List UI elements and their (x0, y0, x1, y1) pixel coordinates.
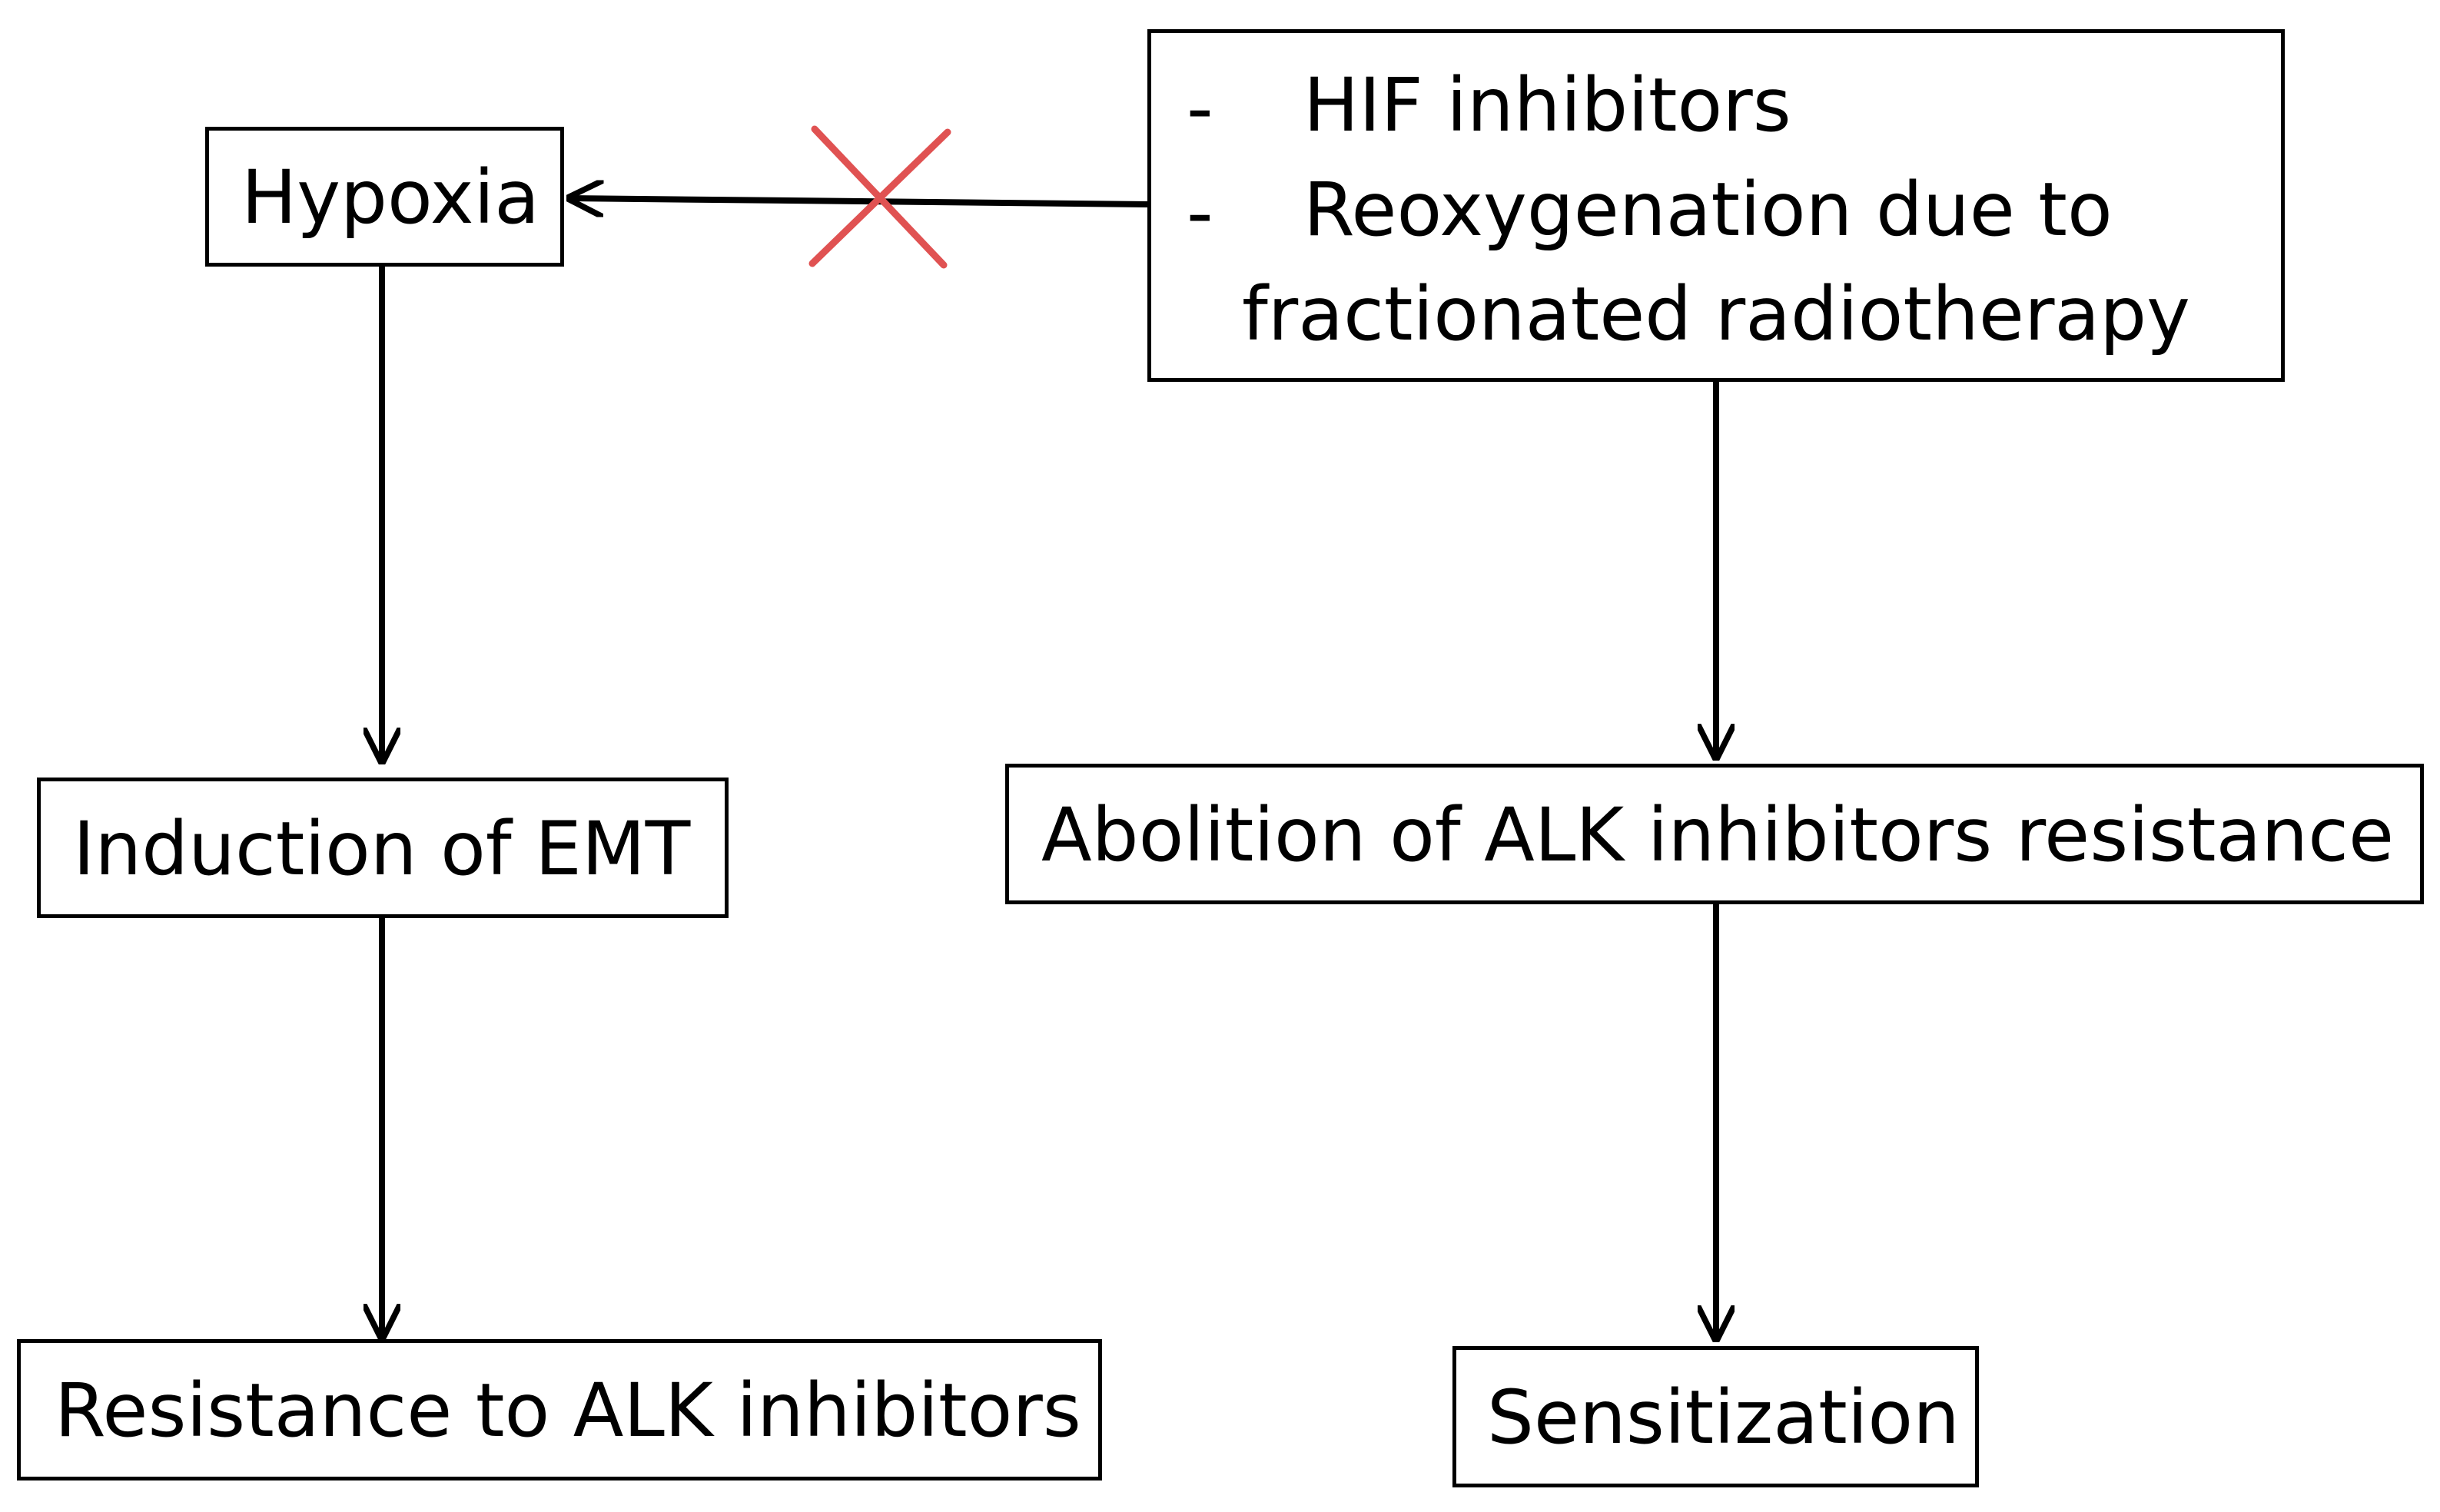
sensitization-label: Sensitization (1487, 1374, 1960, 1461)
intervention-item-reoxygenation: Reoxygenation due to (1303, 167, 2113, 253)
intervention-bullet-2: - (1187, 170, 1213, 256)
intervention-item-fractionated-radiotherapy: fractionated radiotherapy (1242, 271, 2190, 357)
hypoxia-node: Hypoxia (205, 127, 564, 267)
abolition-label: Abolition of ALK inhibitors resistance (1041, 792, 2395, 878)
emt-label: Induction of EMT (73, 806, 691, 892)
interventions-node: - HIF inhibitors - Reoxygenation due to … (1147, 29, 2285, 382)
resistance-label: Resistance to ALK inhibitors (55, 1368, 1081, 1454)
emt-node: Induction of EMT (37, 778, 729, 918)
abolition-node: Abolition of ALK inhibitors resistance (1005, 764, 2424, 904)
resistance-node: Resistance to ALK inhibitors (17, 1339, 1102, 1480)
intervention-item-hif-inhibitors: HIF inhibitors (1303, 62, 1791, 148)
hypoxia-label: Hypoxia (241, 154, 540, 240)
arrow-interventions-to-hypoxia (570, 198, 1148, 204)
intervention-bullet-1: - (1187, 65, 1213, 151)
cross-mark-icon (808, 125, 951, 269)
sensitization-node: Sensitization (1452, 1346, 1979, 1487)
